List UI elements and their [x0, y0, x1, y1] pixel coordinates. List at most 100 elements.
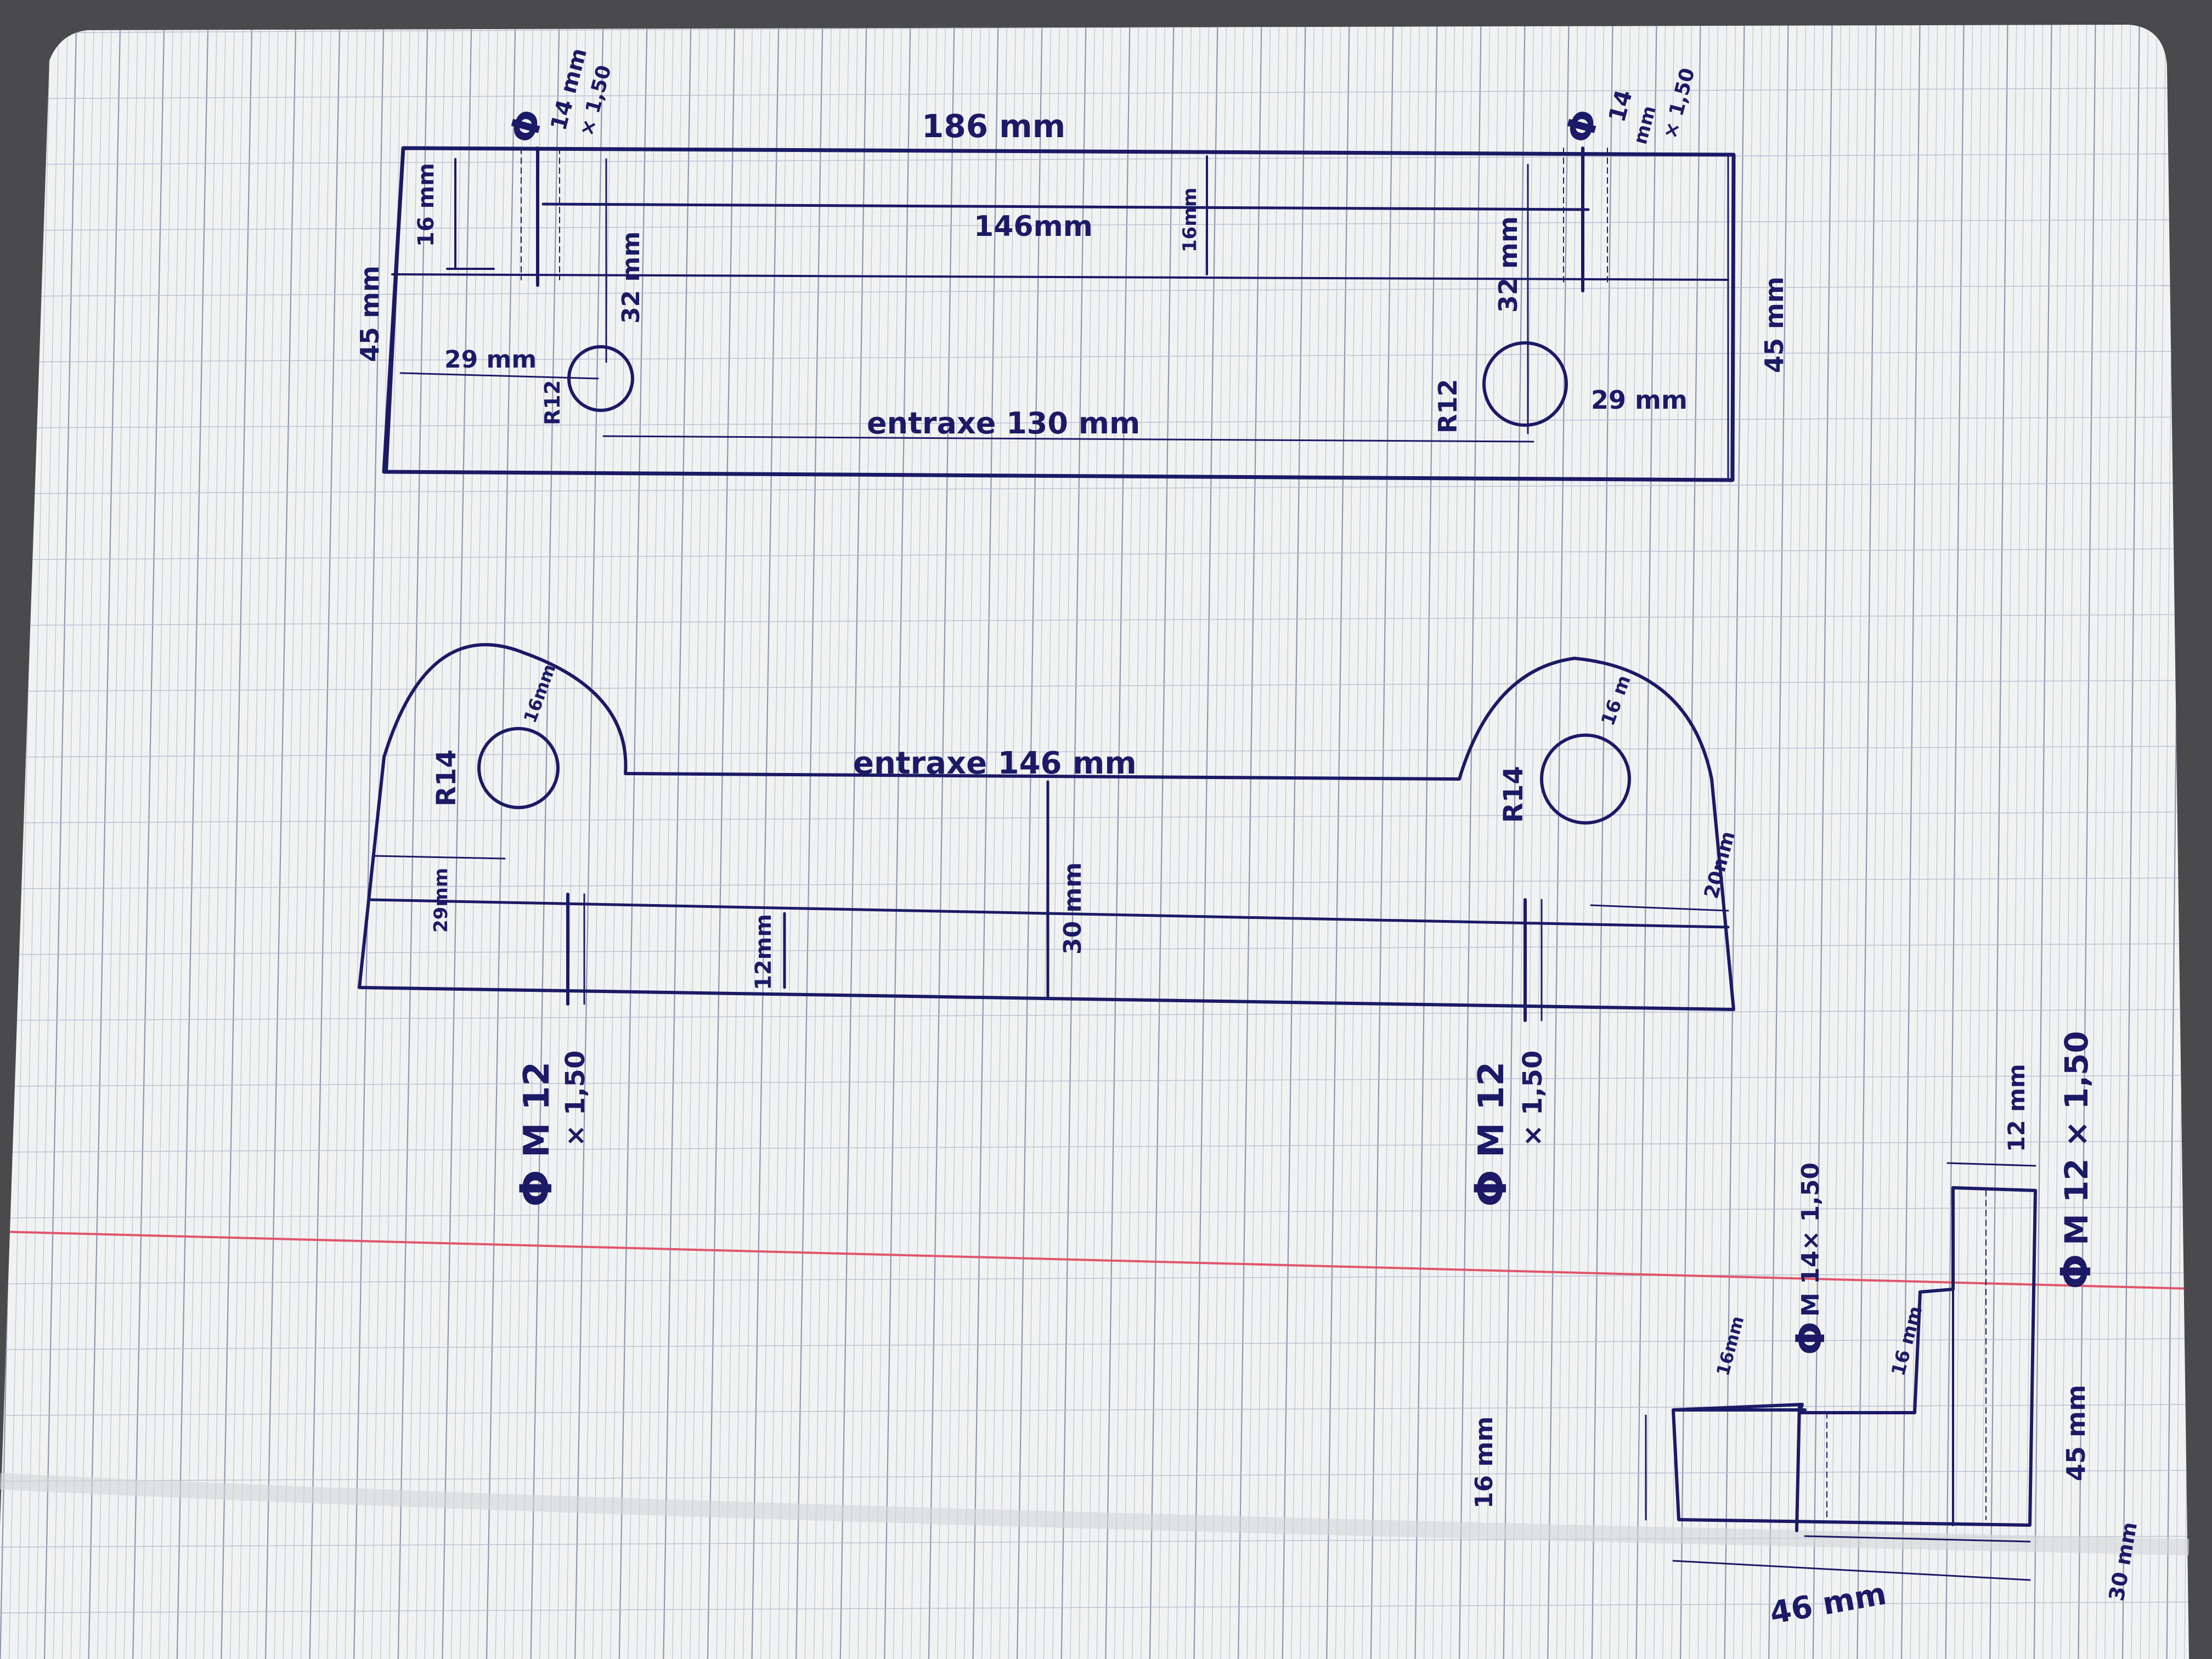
grid-line-v: [1406, 25, 1429, 1659]
grid-line-v: [1635, 25, 1658, 1659]
grid-line-v: [1414, 25, 1438, 1659]
grid-line-v: [1512, 25, 1534, 1659]
thread-right-symbol-mid: Φ: [1465, 1170, 1516, 1207]
grid-line-v: [1989, 25, 2009, 1659]
grid-line-v: [2121, 25, 2141, 1659]
dim-45-left: [386, 147, 404, 473]
grid-line-v: [256, 25, 288, 1659]
grid-line-v: [1335, 25, 1359, 1659]
grid-line-v: [353, 25, 385, 1659]
grid-line-v: [557, 25, 586, 1659]
dim-29-left: [399, 372, 599, 380]
grid-line-v: [1291, 25, 1315, 1659]
grid-line-v: [1344, 25, 1368, 1659]
grid-line-v: [43, 25, 78, 1659]
grid-line-v: [1362, 25, 1385, 1659]
grid-line-v: [106, 25, 139, 1659]
grid-line-v: [221, 25, 253, 1659]
grid-line-v: [1936, 25, 1956, 1659]
grid-line-v: [1538, 25, 1561, 1659]
grid-line-v: [1945, 25, 1965, 1659]
grid-line-v: [1583, 25, 1605, 1659]
grid-line-v: [1326, 25, 1351, 1659]
grid-line-v: [2051, 25, 2070, 1659]
grid-line-v: [601, 25, 630, 1659]
grid-line-v: [309, 25, 341, 1659]
grid-line-v: [79, 25, 112, 1659]
grid-line-v: [247, 25, 279, 1659]
grid-line-v: [442, 25, 473, 1659]
grid-line-v: [530, 25, 561, 1659]
grid-line-v: [1804, 25, 1824, 1659]
grid-line-v: [1229, 25, 1254, 1659]
grid-line-v: [628, 25, 657, 1659]
bracket-outline: [358, 643, 1735, 1011]
grid-line-v: [1521, 25, 1543, 1659]
grid-line-v: [1193, 25, 1219, 1659]
grid-line-v: [1485, 25, 1508, 1659]
grid-line-v: [2193, 0, 2210, 1659]
label-32-left: 32 mm: [617, 232, 645, 324]
grid-line-v: [1370, 25, 1395, 1659]
grid-line-h: [0, 1009, 2189, 1021]
grid-line-v: [1954, 25, 1973, 1659]
grid-line-v: [159, 25, 191, 1659]
grid-line-h: [0, 746, 2189, 758]
thread-left-pitch-mid: × 1,50: [560, 1051, 591, 1147]
grid-line-v: [212, 25, 244, 1659]
grid-line-v: [1458, 25, 1482, 1659]
grid-line-h: [0, 680, 2189, 692]
grid-line-v: [1866, 25, 1886, 1659]
grid-line-v: [1857, 25, 1877, 1659]
grid-line-v: [336, 25, 367, 1659]
grid-line-v: [1432, 25, 1455, 1659]
grid-line-v: [1751, 25, 1771, 1659]
grid-line-v: [1786, 25, 1807, 1659]
grid-line-v: [574, 25, 605, 1659]
grid-line-v: [2069, 25, 2087, 1659]
grid-line-h: [0, 811, 2189, 823]
grid-line-v: [1255, 25, 1280, 1659]
grid-line-v: [239, 25, 270, 1659]
label-16-left: 16 mm: [414, 163, 439, 247]
grid-line-v: [1875, 25, 1894, 1659]
grid-line-v: [1671, 25, 1692, 1659]
grid-line-v: [2140, 25, 2158, 1659]
grid-line-v: [2016, 25, 2035, 1659]
grid-line-v: [1184, 25, 1210, 1659]
bracket-hole-right: [1540, 733, 1631, 825]
grid-line-v: [2086, 25, 2105, 1659]
grid-line-v: [521, 25, 551, 1659]
grid-line-v: [1203, 25, 1227, 1659]
grid-line-v: [1547, 25, 1570, 1659]
grid-line-v: [283, 25, 314, 1659]
thread-right-size-mid: M 12: [1471, 1062, 1512, 1158]
grid-line-v: [1397, 25, 1420, 1659]
grid-line-v: [2113, 25, 2131, 1659]
label-29-left: 29 mm: [444, 346, 537, 374]
grid-line-v: [1238, 25, 1263, 1659]
grid-line-v: [1627, 25, 1649, 1659]
label-32-right: 32 mm: [1493, 216, 1523, 313]
grid-line-v: [1795, 25, 1815, 1659]
grid-line-v: [1980, 25, 2000, 1659]
grid-line-h: [0, 416, 2189, 428]
grid-line-v: [1264, 25, 1289, 1659]
grid-line-v: [327, 25, 358, 1659]
grid-line-v: [1609, 25, 1631, 1659]
grid-line-v: [70, 25, 104, 1659]
grid-line-h: [0, 548, 2189, 560]
thread-left-size-mid: M 12: [517, 1062, 557, 1158]
grid-line-v: [539, 25, 569, 1659]
grid-line-v: [123, 25, 156, 1659]
grid-line-v: [88, 25, 122, 1659]
thread-a-symbol: Φ: [1787, 1322, 1833, 1355]
grid-line-h: [0, 1141, 2189, 1153]
grid-line-v: [1777, 25, 1798, 1659]
grid-line-v: [141, 25, 174, 1659]
label-entraxe-130: entraxe 130 mm: [867, 406, 1140, 441]
inner-line: [391, 273, 1729, 281]
grid-line-v: [115, 25, 148, 1659]
